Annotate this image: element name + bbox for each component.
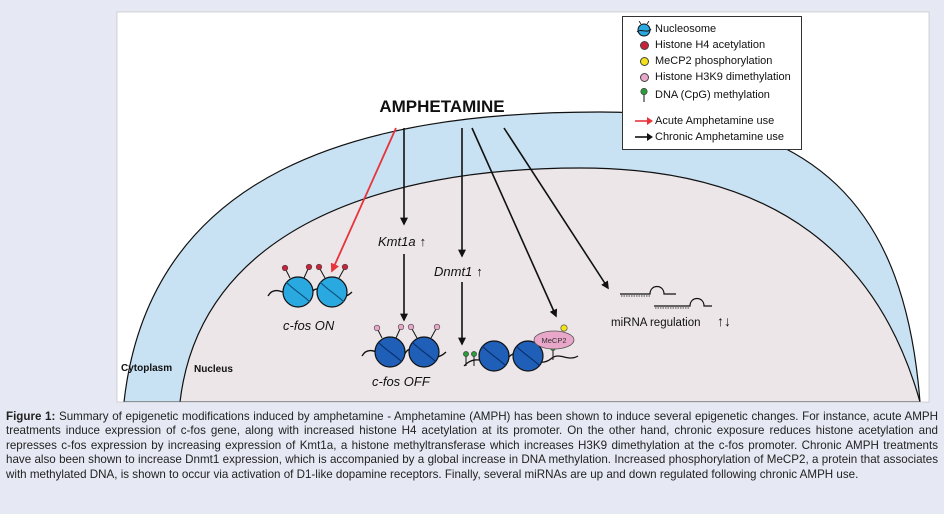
chronic-arrow-mirna — [503, 127, 609, 290]
nucleosome-icon — [633, 21, 655, 37]
mirna-label: miRNA regulation — [611, 317, 700, 329]
yellow-dot-icon — [639, 56, 649, 66]
dna-methylation-nucleosomes — [463, 340, 579, 372]
legend-item-chronic-use: Chronic Amphetamine use — [633, 131, 784, 143]
cfos-off-label: c-fos OFF — [372, 374, 431, 389]
legend-label: DNA (CpG) methylation — [655, 89, 770, 101]
caption-text: Summary of epigenetic modifications indu… — [6, 410, 938, 481]
legend-label: Histone H3K9 dimethylation — [655, 71, 791, 83]
cfos-on-nucleosomes — [267, 263, 353, 308]
black-arrow-icon — [633, 132, 655, 142]
drug-label: AMPHETAMINE — [379, 97, 504, 116]
legend-label: Nucleosome — [655, 23, 717, 35]
cfos-off-nucleosomes — [361, 323, 447, 368]
red-dot-icon — [639, 40, 649, 50]
legend: Nucleosome Histone H4 acetylation MeCP2 … — [622, 16, 802, 150]
green-lollipop-icon — [633, 87, 655, 103]
legend-label: Histone H4 acetylation — [655, 39, 766, 51]
legend-item-dna-methylation: DNA (CpG) methylation — [633, 87, 770, 103]
legend-label: Acute Amphetamine use — [655, 115, 775, 127]
legend-item-h3k9-dimethylation: Histone H3K9 dimethylation — [633, 71, 791, 83]
nucleus — [179, 167, 921, 402]
mirna-updown-arrows: ↑↓ — [717, 313, 731, 329]
cfos-on-label: c-fos ON — [283, 318, 335, 333]
legend-label: Chronic Amphetamine use — [655, 131, 785, 143]
legend-item-h4-acetylation: Histone H4 acetylation — [633, 39, 765, 51]
legend-label: MeCP2 phosphorylation — [655, 55, 773, 67]
epigenetic-diagram: AMPHETAMINE Kmt1a↑ Dnmt1↑ c-fos ON — [116, 11, 930, 403]
cytoplasm-label: Cytoplasm — [121, 363, 172, 374]
nucleus-label: Nucleus — [194, 364, 233, 375]
red-arrow-icon — [633, 116, 655, 126]
kmt1a-label: Kmt1a↑ — [378, 234, 426, 249]
mecp2-protein: MeCP2 — [533, 324, 575, 350]
mirna-hairpins — [620, 285, 712, 309]
legend-item-acute-use: Acute Amphetamine use — [633, 115, 774, 127]
caption-label: Figure 1: — [6, 410, 56, 423]
legend-item-mecp2-phosphorylation: MeCP2 phosphorylation — [633, 55, 772, 67]
chronic-arrow-mecp2 — [471, 127, 558, 318]
pink-dot-icon — [639, 72, 649, 82]
legend-item-nucleosome: Nucleosome — [633, 21, 716, 37]
figure-caption: Figure 1: Summary of epigenetic modifica… — [6, 410, 938, 482]
svg-text:MeCP2: MeCP2 — [541, 336, 566, 345]
dnmt1-label: Dnmt1↑ — [434, 264, 483, 279]
acute-arrow-cfos-on — [330, 127, 397, 273]
